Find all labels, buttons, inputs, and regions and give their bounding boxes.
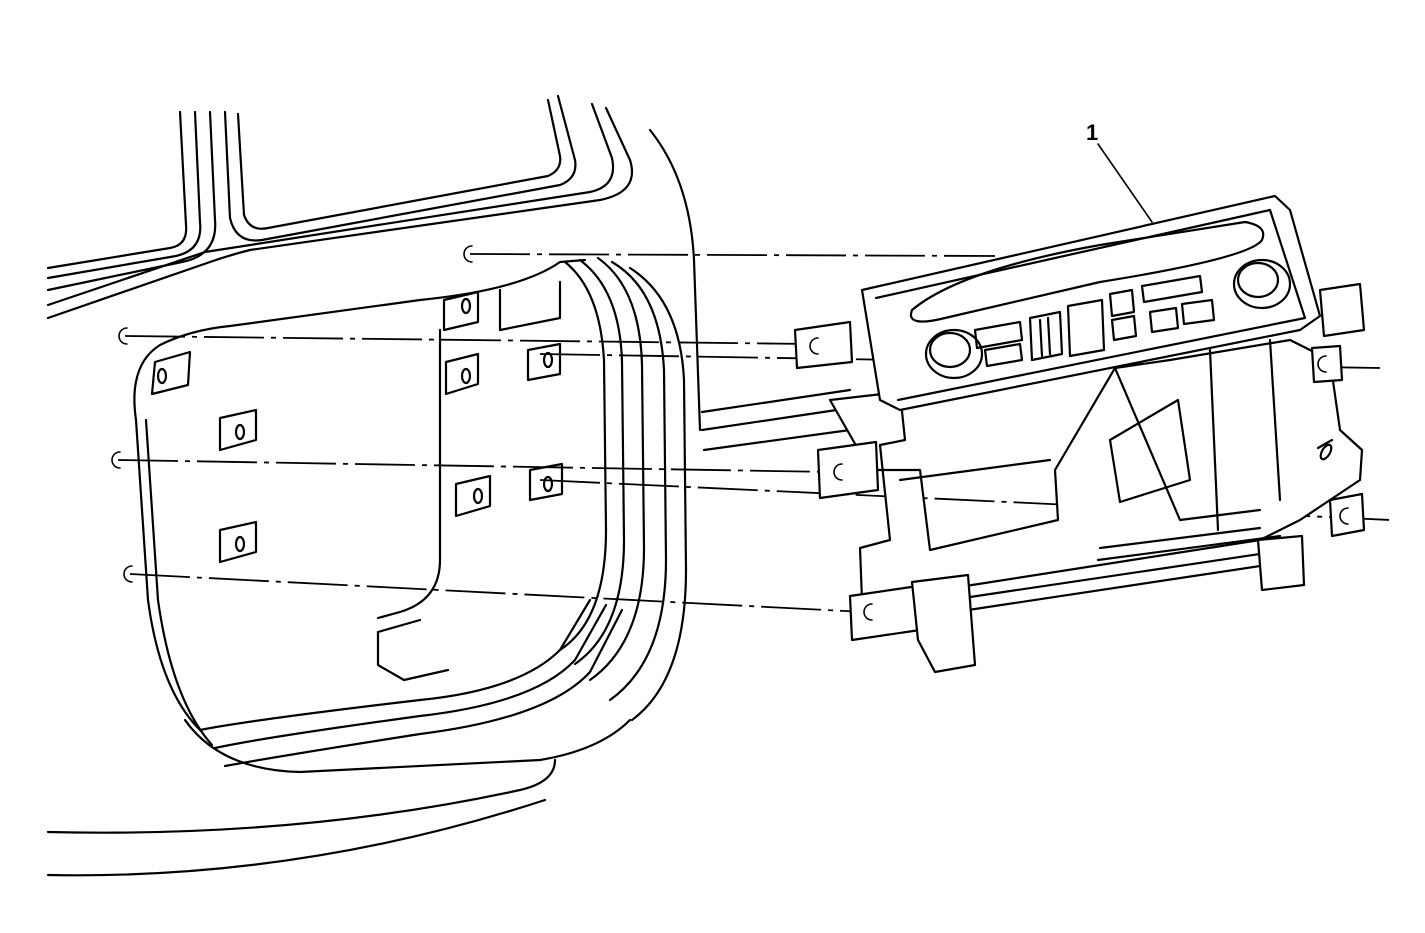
callout-label: 1 [1086,120,1098,145]
screw-icon [1339,507,1349,525]
screw-icon [123,565,133,583]
mounting-screws [111,245,473,583]
radio-control-assembly [860,194,1322,412]
screw-icon [111,451,121,469]
mounting-clip [526,342,562,382]
callout-1: 1 [1086,120,1153,223]
screw-icon [463,245,473,263]
mounting-clip [528,462,564,502]
mounting-clip [218,408,258,452]
screw-icon [809,337,819,355]
instrument-panel [46,94,852,877]
mounting-clip [444,352,480,396]
mounting-clip [150,350,192,396]
screw-icon [118,327,128,345]
screw-icon [1317,355,1327,373]
screw-icon [833,463,843,481]
mounting-clip [218,520,258,564]
mounting-bracket [793,282,1366,674]
mounting-clip [454,474,492,518]
callout-leader-line [1097,143,1153,223]
screw-icon [863,603,873,621]
mounting-clip [442,290,480,332]
